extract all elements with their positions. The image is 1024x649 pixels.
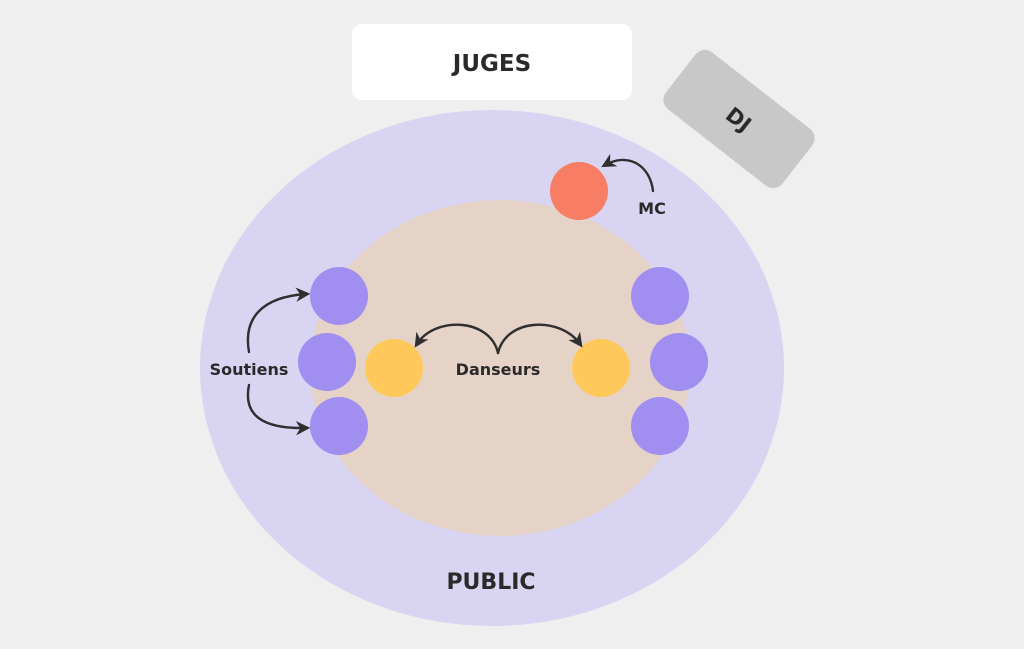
supporter-right-bottom	[631, 397, 689, 455]
supporters-label: Soutiens	[210, 360, 289, 379]
dancer-left	[365, 339, 423, 397]
supporter-right-middle	[650, 333, 708, 391]
mc-arrow	[601, 153, 655, 193]
supporters-arrow-down	[246, 383, 311, 436]
mc-circle	[550, 162, 608, 220]
dj-box	[663, 49, 815, 189]
supporters-arrow-up	[246, 287, 311, 354]
mc-label: MC	[638, 199, 666, 218]
dancers-label: Danseurs	[456, 360, 541, 379]
dance-floor	[310, 200, 690, 536]
supporter-left-middle	[298, 333, 356, 391]
supporter-right-top	[631, 267, 689, 325]
supporter-left-top	[310, 267, 368, 325]
audience-label: PUBLIC	[446, 570, 535, 595]
dj-booth: DJ	[663, 49, 815, 189]
judges-label: JUGES	[451, 51, 531, 77]
dancers-arrow-right	[496, 323, 583, 355]
dancer-right	[572, 339, 630, 397]
judges-box	[352, 24, 632, 100]
supporter-left-bottom	[310, 397, 368, 455]
dancers-arrow-left	[414, 323, 500, 355]
